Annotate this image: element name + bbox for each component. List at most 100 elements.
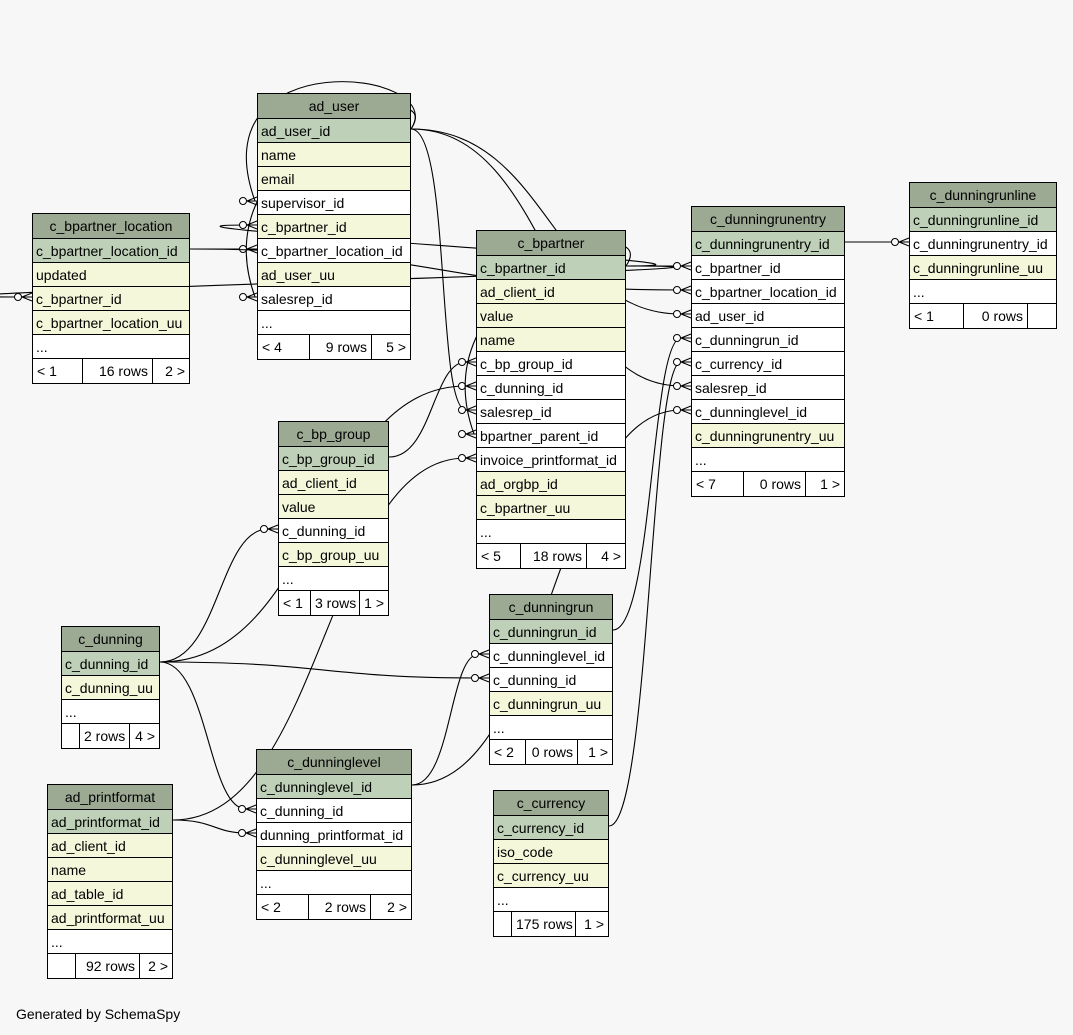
column-row[interactable]: iso_code	[494, 840, 608, 864]
children-count[interactable]: 5 >	[386, 339, 406, 355]
column-row[interactable]: invoice_printformat_id	[477, 448, 625, 472]
table-header[interactable]: c_bp_group	[279, 422, 388, 447]
column-row[interactable]: c_dunningrun_id	[692, 328, 844, 352]
column-row[interactable]: c_dunningrunentry_uu	[692, 424, 844, 448]
column-row[interactable]: c_dunning_id	[257, 799, 411, 823]
column-row[interactable]: dunning_printformat_id	[257, 823, 411, 847]
column-row[interactable]: ad_client_id	[477, 280, 625, 304]
column-row[interactable]: c_bp_group_id	[477, 352, 625, 376]
column-row[interactable]: c_dunning_id	[490, 668, 612, 692]
children-count[interactable]: 1 >	[364, 595, 384, 611]
column-row[interactable]: c_dunninglevel_id	[257, 775, 411, 799]
column-row[interactable]: salesrep_id	[692, 376, 844, 400]
table-header[interactable]: c_dunningrunline	[910, 183, 1056, 208]
column-row[interactable]: supervisor_id	[258, 191, 410, 215]
column-row[interactable]: c_dunninglevel_id	[692, 400, 844, 424]
column-row[interactable]: c_currency_id	[692, 352, 844, 376]
parents-count[interactable]	[494, 912, 512, 936]
parents-count[interactable]: < 5	[477, 544, 521, 568]
column-row[interactable]: c_dunningrun_id	[490, 620, 612, 644]
column-row[interactable]: c_dunning_id	[279, 519, 388, 543]
column-row[interactable]: c_dunningrunentry_id	[692, 232, 844, 256]
column-row[interactable]: ad_printformat_id	[48, 810, 172, 834]
column-row[interactable]: ad_user_uu	[258, 263, 410, 287]
children-count[interactable]: 4 >	[601, 548, 621, 564]
column-row[interactable]: c_dunning_id	[62, 652, 159, 676]
parents-count[interactable]	[62, 724, 80, 748]
table-header[interactable]: c_dunning	[62, 627, 159, 652]
column-row[interactable]: c_bpartner_location_id	[33, 239, 189, 263]
column-row[interactable]: c_currency_uu	[494, 864, 608, 888]
column-row[interactable]: salesrep_id	[477, 400, 625, 424]
column-row[interactable]: ad_table_id	[48, 882, 172, 906]
parents-count[interactable]: < 7	[692, 472, 744, 496]
parents-count[interactable]: < 2	[490, 740, 526, 764]
children-count[interactable]: 4 >	[135, 728, 155, 744]
parents-count[interactable]: < 1	[279, 591, 311, 615]
parents-count[interactable]: < 1	[33, 359, 83, 383]
column-row[interactable]: c_dunning_id	[477, 376, 625, 400]
column-row[interactable]: c_dunningrunline_uu	[910, 256, 1056, 280]
parents-count[interactable]: < 4	[258, 335, 310, 359]
table-header[interactable]: ad_printformat	[48, 785, 172, 810]
column-row[interactable]: c_bpartner_id	[258, 215, 410, 239]
table-header[interactable]: c_dunninglevel	[257, 750, 411, 775]
column-row[interactable]: c_bp_group_uu	[279, 543, 388, 567]
column-row[interactable]: c_bpartner_location_id	[258, 239, 410, 263]
more-columns-row[interactable]: ...	[910, 280, 1056, 304]
more-columns-row[interactable]: ...	[490, 716, 612, 740]
table-header[interactable]: c_currency	[494, 791, 608, 816]
column-row[interactable]: salesrep_id	[258, 287, 410, 311]
children-count[interactable]: 1 >	[584, 916, 604, 932]
parents-count[interactable]: < 1	[910, 304, 964, 328]
column-row[interactable]: c_currency_id	[494, 816, 608, 840]
column-row[interactable]: email	[258, 167, 410, 191]
column-row[interactable]: c_dunninglevel_id	[490, 644, 612, 668]
parents-count[interactable]: < 2	[257, 895, 309, 919]
column-row[interactable]: ad_client_id	[279, 471, 388, 495]
table-header[interactable]: c_dunningrunentry	[692, 207, 844, 232]
column-row[interactable]: c_bpartner_id	[33, 287, 189, 311]
more-columns-row[interactable]: ...	[692, 448, 844, 472]
column-row[interactable]: bpartner_parent_id	[477, 424, 625, 448]
column-row[interactable]: c_bpartner_location_uu	[33, 311, 189, 335]
column-row[interactable]: ad_user_id	[692, 304, 844, 328]
column-row[interactable]: ad_printformat_uu	[48, 906, 172, 930]
children-count[interactable]: 1 >	[588, 744, 608, 760]
column-row[interactable]: c_dunning_uu	[62, 676, 159, 700]
column-row[interactable]: c_dunningrun_uu	[490, 692, 612, 716]
more-columns-row[interactable]: ...	[257, 871, 411, 895]
children-count[interactable]: 2 >	[387, 899, 407, 915]
parents-count[interactable]	[48, 954, 76, 978]
column-row[interactable]: c_bpartner_id	[692, 256, 844, 280]
more-columns-row[interactable]: ...	[258, 311, 410, 335]
more-columns-row[interactable]: ...	[62, 700, 159, 724]
table-header[interactable]: c_dunningrun	[490, 595, 612, 620]
column-row[interactable]: ad_client_id	[48, 834, 172, 858]
column-row[interactable]: name	[48, 858, 172, 882]
more-columns-row[interactable]: ...	[48, 930, 172, 954]
column-row[interactable]: ad_user_id	[258, 119, 410, 143]
children-count[interactable]: 2 >	[165, 363, 185, 379]
children-count[interactable]: 2 >	[148, 958, 168, 974]
column-row[interactable]: c_bpartner_id	[477, 256, 625, 280]
table-header[interactable]: c_bpartner	[477, 231, 625, 256]
column-row[interactable]: c_bpartner_uu	[477, 496, 625, 520]
column-row[interactable]: value	[279, 495, 388, 519]
column-row[interactable]: ad_orgbp_id	[477, 472, 625, 496]
more-columns-row[interactable]: ...	[494, 888, 608, 912]
column-row[interactable]: c_bpartner_location_id	[692, 280, 844, 304]
table-header[interactable]: ad_user	[258, 94, 410, 119]
column-row[interactable]: c_dunninglevel_uu	[257, 847, 411, 871]
more-columns-row[interactable]: ...	[477, 520, 625, 544]
column-row[interactable]: updated	[33, 263, 189, 287]
column-row[interactable]: c_dunningrunline_id	[910, 208, 1056, 232]
